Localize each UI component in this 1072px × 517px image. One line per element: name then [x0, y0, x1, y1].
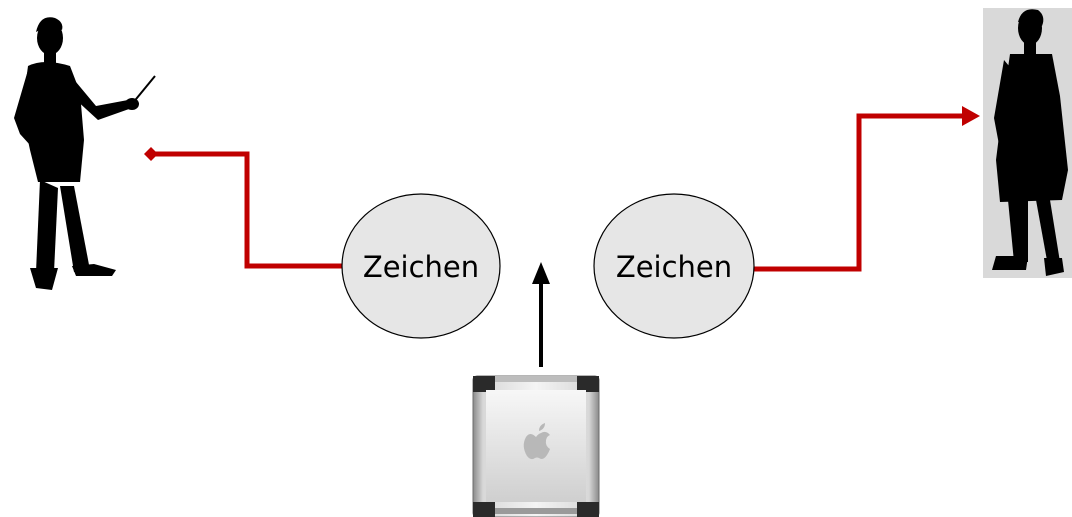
- left-sign-node: Zeichen: [341, 193, 501, 339]
- machine-arrow: [532, 262, 550, 367]
- connector-to-sender: [151, 151, 345, 269]
- right-sign-node-label: Zeichen: [616, 250, 732, 284]
- sender-teacher-icon: [14, 17, 156, 290]
- right-sign-node: Zeichen: [593, 193, 755, 339]
- up-arrowhead-icon: [532, 262, 550, 284]
- apple-logo-icon: [523, 423, 550, 460]
- connector-to-receiver: [752, 113, 966, 272]
- computer-icon: [472, 375, 600, 517]
- connector-arrowhead-icon: [962, 106, 980, 126]
- receiver-person-icon: [983, 8, 1072, 278]
- left-sign-node-label: Zeichen: [363, 250, 479, 284]
- connector-end-diamond-icon: [144, 147, 158, 161]
